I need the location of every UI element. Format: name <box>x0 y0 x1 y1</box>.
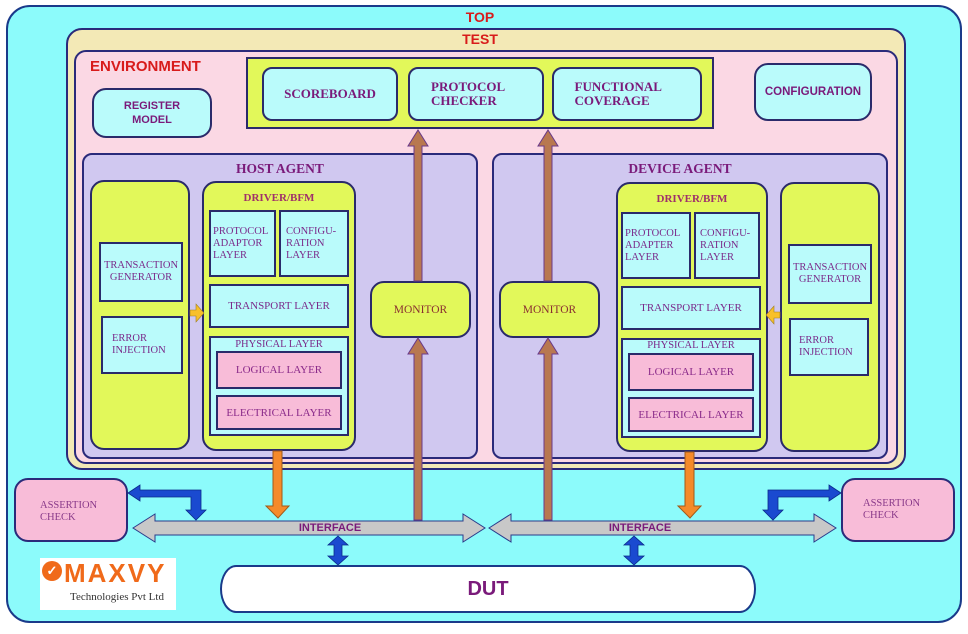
assertion-check-left: ASSERTION CHECK <box>14 478 128 542</box>
top-label: TOP <box>465 9 495 25</box>
test-label: TEST <box>462 31 498 47</box>
register-model-label: REGISTER MODEL <box>123 100 181 126</box>
device-error-injection-label: ERROR INJECTION <box>799 335 853 358</box>
host-protocol-adaptor-layer-label: PROTOCOL ADAPTOR LAYER <box>213 226 268 261</box>
host-configuration-layer-label: CONFIGU- RATION LAYER <box>286 226 337 261</box>
host-error-injection-label: ERROR INJECTION <box>112 333 166 356</box>
device-error-injection: ERROR INJECTION <box>789 318 869 376</box>
device-electrical-layer-label: ELECTRICAL LAYER <box>638 408 744 421</box>
functional-coverage-label: FUNCTIONAL COVERAGE <box>574 79 662 108</box>
device-electrical-layer: ELECTRICAL LAYER <box>628 397 754 432</box>
device-protocol-adapter-layer-label: PROTOCOL ADAPTER LAYER <box>625 228 680 263</box>
device-driver-title: DRIVER/BFM <box>656 193 728 205</box>
device-transport-layer-label: TRANSPORT LAYER <box>640 302 742 314</box>
host-monitor: MONITOR <box>370 281 471 338</box>
protocol-checker-block: PROTOCOL CHECKER <box>408 67 544 121</box>
assertion-check-right: ASSERTION CHECK <box>841 478 955 542</box>
host-electrical-layer: ELECTRICAL LAYER <box>216 395 342 430</box>
functional-coverage-block: FUNCTIONAL COVERAGE <box>552 67 702 121</box>
device-monitor: MONITOR <box>499 281 600 338</box>
host-transport-layer: TRANSPORT LAYER <box>209 284 349 328</box>
host-transport-layer-label: TRANSPORT LAYER <box>228 300 330 312</box>
logo-name: MAXVY <box>64 558 167 588</box>
host-configuration-layer: CONFIGU- RATION LAYER <box>279 210 349 277</box>
host-logical-layer-label: LOGICAL LAYER <box>235 364 323 376</box>
interface-left-label: INTERFACE <box>298 522 362 534</box>
scoreboard-label: SCOREBOARD <box>284 86 376 101</box>
host-logical-layer: LOGICAL LAYER <box>216 351 342 389</box>
device-stimulus-block <box>780 182 880 452</box>
device-transaction-generator: TRANSACTION GENERATOR <box>788 244 872 304</box>
assertion-check-left-label: ASSERTION CHECK <box>40 500 98 523</box>
host-protocol-adaptor-layer: PROTOCOL ADAPTOR LAYER <box>209 210 276 277</box>
device-logical-layer-label: LOGICAL LAYER <box>647 366 735 378</box>
host-agent-title: HOST AGENT <box>236 161 324 176</box>
host-monitor-label: MONITOR <box>393 303 448 316</box>
device-monitor-label: MONITOR <box>522 303 577 316</box>
checkmark-icon: ✓ <box>42 561 62 581</box>
host-electrical-layer-label: ELECTRICAL LAYER <box>226 406 332 419</box>
device-transport-layer: TRANSPORT LAYER <box>621 286 761 330</box>
device-protocol-adapter-layer: PROTOCOL ADAPTER LAYER <box>621 212 691 279</box>
device-physical-layer-label: PHYSICAL LAYER <box>647 340 735 351</box>
dut-label: DUT <box>467 577 509 600</box>
environment-label: ENVIRONMENT <box>90 58 201 75</box>
logo-subtitle: Technologies Pvt Ltd <box>70 591 164 603</box>
host-stimulus-block <box>90 180 190 450</box>
assertion-check-right-label: ASSERTION CHECK <box>863 498 921 521</box>
host-driver-title: DRIVER/BFM <box>243 192 315 204</box>
device-transaction-generator-label: TRANSACTION GENERATOR <box>792 262 868 285</box>
protocol-checker-label: PROTOCOL CHECKER <box>431 79 505 108</box>
configuration-block: CONFIGURATION <box>754 63 872 121</box>
device-configuration-layer: CONFIGU- RATION LAYER <box>694 212 760 279</box>
host-transaction-generator-label: TRANSACTION GENERATOR <box>103 260 179 283</box>
interface-right-label: INTERFACE <box>608 522 672 534</box>
device-logical-layer: LOGICAL LAYER <box>628 353 754 391</box>
maxvy-logo: ✓ MAXVY Technologies Pvt Ltd <box>40 558 176 610</box>
device-agent-title: DEVICE AGENT <box>628 161 732 176</box>
scoreboard-block: SCOREBOARD <box>262 67 398 121</box>
configuration-label: CONFIGURATION <box>764 86 862 98</box>
host-error-injection: ERROR INJECTION <box>101 316 183 374</box>
dut-block: DUT <box>220 565 756 613</box>
host-transaction-generator: TRANSACTION GENERATOR <box>99 242 183 302</box>
device-configuration-layer-label: CONFIGU- RATION LAYER <box>700 228 751 263</box>
register-model-block: REGISTER MODEL <box>92 88 212 138</box>
host-physical-layer-label: PHYSICAL LAYER <box>235 339 323 350</box>
